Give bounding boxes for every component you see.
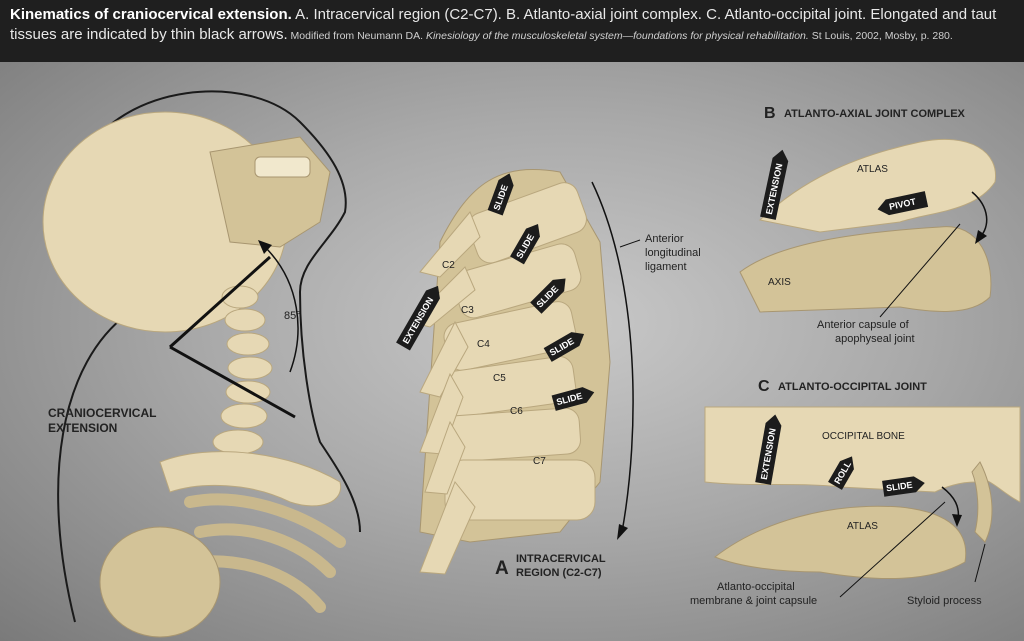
panel-a-letter: A <box>495 558 509 579</box>
angle-label: 85° <box>284 310 301 322</box>
panel-c-title: ATLANTO-OCCIPITAL JOINT <box>778 381 927 393</box>
caption-credit-suffix: St Louis, 2002, Mosby, p. 280. <box>808 30 953 42</box>
face <box>209 136 331 248</box>
clavicle <box>159 451 342 507</box>
caption-text: A. Intracervical region (C2-C7). B. Atla… <box>10 6 997 43</box>
panel-c: C ATLANTO-OCCIPITAL JOINT OCCIPITAL BONE… <box>690 378 1021 607</box>
vertebra-label-c2: C2 <box>442 260 455 271</box>
panel-c-atlas-shape <box>714 505 967 580</box>
caption-credit-book: Kinesiology of the musculoskeletal syste… <box>425 30 809 42</box>
panel-b-letter: B <box>764 105 776 122</box>
cervical-spine <box>212 285 273 455</box>
figure-caption: Kinematics of craniocervical extension. … <box>0 0 1024 62</box>
vertebra-label-c6: C6 <box>510 406 523 417</box>
caption-title: Kinematics of craniocervical extension. <box>10 6 292 23</box>
ligament-label-line2: longitudinal <box>645 247 701 259</box>
panel-a-slide-tag-1: SLIDE <box>487 173 514 216</box>
panel-c-atlas-label: ATLAS <box>847 521 878 532</box>
panel-b: B ATLANTO-AXIAL JOINT COMPLEX ATLAS AXIS… <box>739 105 997 345</box>
occipital-bone-shape <box>704 406 1021 503</box>
panel-a-title-line1: INTRACERVICAL <box>516 553 606 565</box>
atlas-shape <box>758 138 997 233</box>
panel-c-letter: C <box>758 378 770 395</box>
ligament-arrow <box>591 181 634 533</box>
panel-a-title-line2: REGION (C2-C7) <box>516 567 602 579</box>
angle-line-1 <box>168 255 272 349</box>
body-outline <box>57 90 361 623</box>
vertebra-label-c5: C5 <box>493 373 506 384</box>
ligament-label-line1: Anterior <box>645 233 684 245</box>
teeth <box>254 156 311 178</box>
illustration-stage: 85° CRANIOCERVICAL EXTENSION C2 C3 C4 C5… <box>0 62 1024 641</box>
panel-c-membrane-line1: Atlanto-occipital <box>717 581 795 593</box>
angle-arc <box>264 246 299 373</box>
head-neck-figure: 85° CRANIOCERVICAL EXTENSION <box>42 90 361 638</box>
panel-c-occipital-label: OCCIPITAL BONE <box>822 431 905 442</box>
panel-a: C2 C3 C4 C5 C6 C7 Anterior longitudinal … <box>396 169 701 579</box>
panel-c-extension-tag: EXTENSION <box>755 414 782 485</box>
panel-a-slide-tag-5: SLIDE <box>551 387 595 411</box>
shoulder <box>99 526 221 638</box>
vertebra-label-c7: C7 <box>533 456 546 467</box>
vertebra-label-c3: C3 <box>461 305 474 316</box>
vertebra-bodies <box>438 182 596 521</box>
axis-shape <box>739 226 992 313</box>
styloid-process-shape <box>971 461 993 543</box>
left-label-line1: CRANIOCERVICAL <box>48 406 156 420</box>
left-label-line2: EXTENSION <box>48 421 117 435</box>
panel-b-extension-tag: EXTENSION <box>760 149 789 220</box>
panel-c-slide-tag: SLIDE <box>882 476 925 497</box>
panel-b-capsule-line2: apophyseal joint <box>835 333 915 345</box>
svg-text:SLIDE: SLIDE <box>885 480 913 494</box>
panel-b-title: ATLANTO-AXIAL JOINT COMPLEX <box>784 108 966 120</box>
panel-c-roll-tag: ROLL <box>828 456 854 490</box>
vertebra-label-c4: C4 <box>477 339 490 350</box>
panel-c-membrane-line2: membrane & joint capsule <box>690 595 817 607</box>
panel-b-atlas-label: ATLAS <box>857 164 888 175</box>
caption-credit-prefix: Modified from Neumann DA. <box>287 30 426 42</box>
panel-b-capsule-line1: Anterior capsule of <box>817 319 910 331</box>
angle-line-2 <box>169 345 296 419</box>
ligament-label-line3: ligament <box>645 261 687 273</box>
panel-b-axis-label: AXIS <box>768 277 791 288</box>
panel-c-styloid-label: Styloid process <box>907 595 982 607</box>
illustration-svg: 85° CRANIOCERVICAL EXTENSION C2 C3 C4 C5… <box>42 90 1021 638</box>
panel-b-pivot-tag: PIVOT <box>877 191 929 216</box>
